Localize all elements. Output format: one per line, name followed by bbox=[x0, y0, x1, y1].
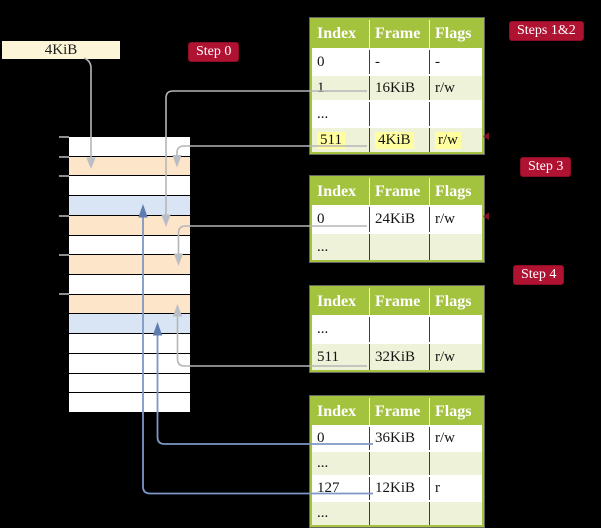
table-cell: r/w bbox=[429, 76, 482, 100]
table-row: ... bbox=[312, 450, 482, 475]
table-row: 511 4KiB r/w bbox=[312, 126, 482, 152]
memory-frame-row bbox=[69, 392, 190, 413]
table-cell bbox=[369, 452, 429, 475]
memory-frame-row bbox=[69, 137, 190, 156]
memory-frame-row bbox=[69, 313, 190, 334]
table-header-cell: Index bbox=[317, 25, 357, 42]
table-header-cell: Frame bbox=[369, 178, 429, 205]
table-cell: 12KiB bbox=[369, 477, 429, 500]
table-cell: r/w bbox=[429, 207, 482, 232]
table-cell bbox=[429, 234, 482, 260]
table-cell bbox=[369, 502, 429, 525]
badge-step-4: Step 4 bbox=[513, 265, 565, 285]
badge-step-3: Step 3 bbox=[520, 157, 572, 177]
table-header-cell: Frame bbox=[369, 20, 429, 48]
memory-frame-row bbox=[69, 333, 190, 353]
table-header-cell: Flags bbox=[429, 178, 482, 205]
table-cell: 0 bbox=[317, 430, 325, 446]
table-header-cell: Index bbox=[317, 402, 357, 420]
memory-stack bbox=[69, 137, 190, 413]
table-cell bbox=[429, 317, 482, 342]
memory-tick bbox=[59, 214, 69, 217]
memory-frame-row bbox=[69, 234, 190, 255]
table-cell: 24KiB bbox=[369, 207, 429, 232]
frame-size-label: 4KiB bbox=[2, 41, 120, 59]
table-cell: r/w bbox=[429, 427, 482, 450]
memory-frame-row bbox=[69, 372, 190, 393]
memory-frame-row bbox=[69, 214, 190, 235]
table-row: ... bbox=[312, 100, 482, 126]
table-header-cell: Frame bbox=[369, 288, 429, 315]
table-cell: ... bbox=[317, 505, 329, 521]
table-row: 0 -- bbox=[312, 48, 482, 74]
table-cell: r/w bbox=[429, 344, 482, 370]
table-cell bbox=[429, 102, 482, 126]
table-row: ... bbox=[312, 500, 482, 525]
table-cell: ... bbox=[317, 238, 329, 255]
table-cell: 4KiB bbox=[369, 128, 429, 152]
memory-frame-row bbox=[69, 293, 190, 314]
memory-tick bbox=[59, 175, 69, 178]
memory-tick bbox=[59, 155, 69, 158]
table-cell: 0 bbox=[317, 53, 325, 70]
table-cell: 0 bbox=[317, 211, 325, 227]
badge-steps-1-2: Steps 1&2 bbox=[509, 21, 584, 41]
table-cell: 127 bbox=[317, 480, 340, 496]
table-cell: 32KiB bbox=[369, 344, 429, 370]
table-header-cell: Flags bbox=[429, 288, 482, 315]
table-cell: r bbox=[429, 477, 482, 500]
memory-frame-row bbox=[69, 175, 190, 196]
table-cell bbox=[369, 234, 429, 260]
table-cell: ... bbox=[317, 321, 329, 337]
highlighted-value: 4KiB bbox=[375, 131, 414, 149]
memory-frame-row bbox=[69, 254, 190, 275]
table-cell: 1 bbox=[317, 79, 325, 96]
highlighted-value: r/w bbox=[435, 131, 461, 149]
table-cell bbox=[429, 502, 482, 525]
highlighted-value: 511 bbox=[317, 131, 345, 149]
table-row: ... bbox=[312, 315, 482, 342]
table-header-cell: Frame bbox=[369, 398, 429, 425]
table-cell: - bbox=[369, 50, 429, 74]
table-header-cell: Index bbox=[317, 292, 357, 310]
table-cell bbox=[369, 102, 429, 126]
table-row: ... bbox=[312, 232, 482, 260]
table-cell bbox=[429, 452, 482, 475]
badge-step-0: Step 0 bbox=[188, 42, 240, 62]
table-cell: 36KiB bbox=[369, 427, 429, 450]
memory-frame-row bbox=[69, 274, 190, 294]
table-cell: ... bbox=[317, 455, 329, 471]
table-cell: - bbox=[429, 50, 482, 74]
table-header-cell: Index bbox=[317, 182, 357, 200]
memory-tick bbox=[59, 136, 69, 138]
table-cell: 16KiB bbox=[369, 76, 429, 100]
memory-tick bbox=[59, 253, 69, 256]
memory-tick bbox=[59, 293, 69, 296]
table-cell: r/w bbox=[429, 128, 482, 152]
table-header-cell: Flags bbox=[429, 20, 482, 48]
table-cell: 511 bbox=[312, 128, 369, 152]
memory-frame-row bbox=[69, 195, 190, 215]
table-cell: 511 bbox=[317, 348, 339, 365]
table-cell bbox=[369, 317, 429, 342]
table-header-cell: Flags bbox=[429, 398, 482, 425]
memory-frame-row bbox=[69, 155, 190, 176]
memory-frame-row bbox=[69, 352, 190, 373]
table-cell: ... bbox=[317, 105, 329, 122]
